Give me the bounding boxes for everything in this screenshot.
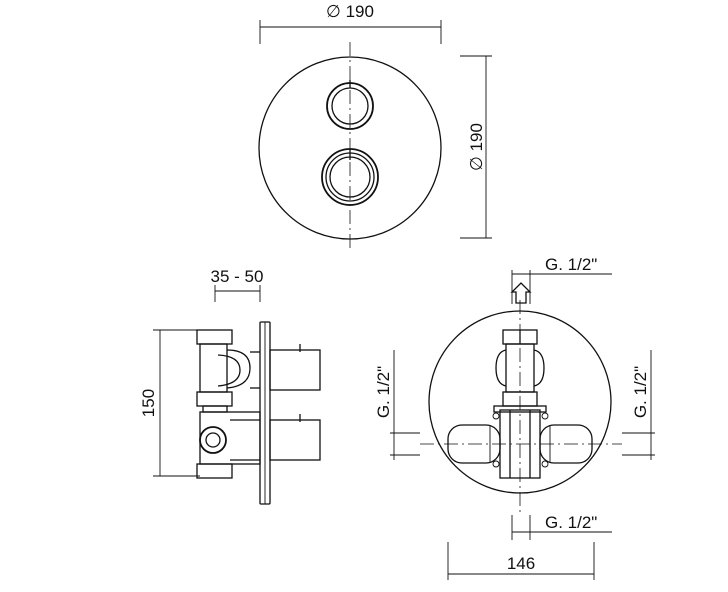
top-outlet-dimension: G. 1/2" — [510, 255, 612, 304]
rear-width-label: 146 — [507, 554, 535, 573]
right-inlet-label: G. 1/2" — [631, 366, 650, 418]
mounting-screws — [492, 412, 549, 468]
side-view: 35 - 50 150 — [139, 267, 321, 505]
side-height-dimension: 150 — [139, 329, 200, 477]
left-inlet-dimension: G. 1/2" — [374, 350, 420, 460]
side-height-label: 150 — [139, 389, 158, 417]
side-depth-label: 35 - 50 — [211, 267, 264, 286]
thermostat-knob — [321, 148, 379, 206]
bottom-outlet-dimension: G. 1/2" — [511, 513, 612, 540]
front-width-dimension: ∅ 190 — [259, 2, 442, 44]
front-height-dimension: ∅ 190 — [460, 55, 492, 239]
right-inlet-dimension: G. 1/2" — [622, 350, 655, 460]
front-width-label: ∅ 190 — [326, 2, 374, 21]
rear-width-dimension: 146 — [447, 542, 595, 580]
side-depth-dimension: 35 - 50 — [211, 267, 264, 302]
bottom-outlet-label: G. 1/2" — [545, 513, 597, 532]
rear-view: G. 1/2" G. 1/2" G. 1/2" G. 1/2" — [374, 255, 655, 580]
diverter-knob — [326, 80, 374, 130]
flow-up-arrow-icon — [510, 282, 532, 304]
front-view: ∅ 190 ∅ 190 — [258, 2, 492, 250]
front-height-label: ∅ 190 — [467, 123, 486, 171]
top-outlet-label: G. 1/2" — [545, 255, 597, 274]
left-inlet-label: G. 1/2" — [374, 366, 393, 418]
